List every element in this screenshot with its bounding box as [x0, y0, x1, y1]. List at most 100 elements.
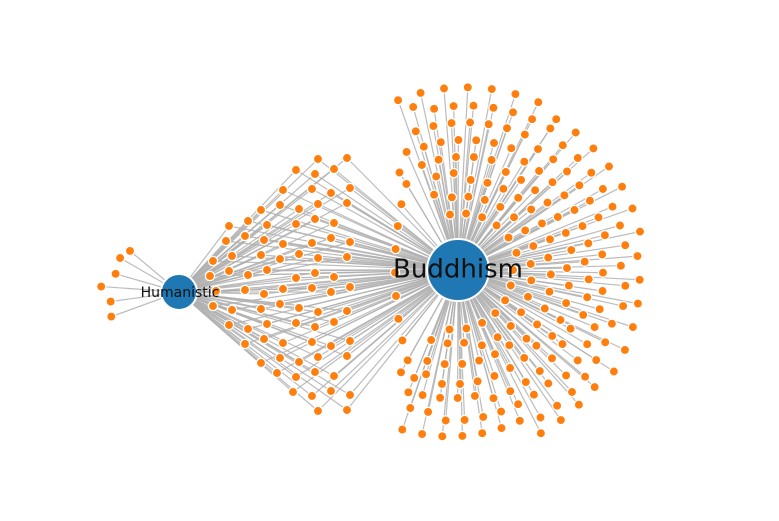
leaf-node[interactable] [515, 174, 527, 186]
leaf-node[interactable] [588, 143, 599, 154]
leaf-node[interactable] [425, 334, 437, 346]
leaf-node[interactable] [396, 198, 407, 210]
leaf-node[interactable] [544, 286, 555, 297]
leaf-node[interactable] [418, 141, 430, 152]
leaf-node[interactable] [634, 274, 645, 286]
leaf-node[interactable] [614, 220, 626, 231]
leaf-node[interactable] [444, 324, 455, 335]
leaf-node[interactable] [328, 316, 340, 328]
leaf-node[interactable] [312, 405, 324, 417]
leaf-node[interactable] [535, 412, 546, 423]
leaf-node[interactable] [204, 270, 216, 282]
leaf-node[interactable] [258, 333, 270, 345]
leaf-node[interactable] [589, 321, 600, 333]
leaf-node[interactable] [255, 357, 267, 369]
leaf-node[interactable] [390, 290, 402, 302]
leaf-node[interactable] [325, 232, 337, 244]
leaf-node[interactable] [518, 352, 530, 364]
leaf-node[interactable] [392, 94, 404, 106]
leaf-node[interactable] [450, 151, 462, 163]
leaf-node[interactable] [290, 164, 302, 176]
leaf-node[interactable] [397, 424, 408, 435]
leaf-node[interactable] [290, 272, 302, 284]
leaf-node[interactable] [239, 230, 251, 242]
leaf-node[interactable] [519, 129, 531, 140]
leaf-node[interactable] [416, 159, 428, 171]
leaf-node[interactable] [543, 378, 554, 389]
leaf-node[interactable] [546, 353, 558, 364]
leaf-node[interactable] [341, 350, 353, 362]
leaf-node[interactable] [341, 197, 353, 209]
leaf-node[interactable] [309, 366, 321, 378]
leaf-node[interactable] [470, 135, 482, 146]
leaf-node[interactable] [616, 181, 628, 192]
leaf-node[interactable] [408, 372, 420, 384]
leaf-node[interactable] [607, 201, 618, 212]
leaf-node[interactable] [465, 174, 476, 186]
leaf-node[interactable] [563, 280, 575, 291]
leaf-node[interactable] [309, 213, 321, 225]
leaf-node[interactable] [512, 398, 524, 410]
leaf-node[interactable] [395, 367, 407, 378]
leaf-node[interactable] [519, 225, 531, 236]
leaf-node[interactable] [433, 154, 444, 165]
leaf-node[interactable] [344, 182, 356, 194]
leaf-node[interactable] [328, 217, 340, 229]
leaf-node[interactable] [521, 333, 532, 344]
leaf-node[interactable] [579, 256, 590, 267]
leaf-node[interactable] [446, 117, 457, 129]
leaf-node[interactable] [428, 120, 439, 132]
leaf-node[interactable] [242, 269, 254, 281]
leaf-node[interactable] [344, 389, 356, 401]
leaf-node[interactable] [277, 184, 289, 196]
leaf-node[interactable] [572, 152, 584, 164]
leaf-node[interactable] [519, 156, 530, 167]
leaf-node[interactable] [634, 226, 646, 237]
leaf-node[interactable] [344, 236, 356, 248]
leaf-node[interactable] [566, 386, 578, 398]
leaf-node[interactable] [309, 267, 321, 279]
leaf-node[interactable] [468, 151, 480, 163]
leaf-node[interactable] [223, 220, 235, 232]
leaf-node[interactable] [328, 271, 340, 283]
leaf-node[interactable] [306, 183, 318, 195]
leaf-node[interactable] [542, 252, 554, 263]
leaf-node[interactable] [456, 358, 468, 370]
leaf-node[interactable] [594, 303, 605, 315]
leaf-node[interactable] [341, 152, 353, 164]
leaf-node[interactable] [309, 168, 321, 180]
leaf-node[interactable] [469, 390, 481, 402]
leaf-node[interactable] [434, 392, 446, 404]
leaf-node[interactable] [596, 249, 608, 260]
leaf-node[interactable] [504, 362, 516, 374]
leaf-node[interactable] [506, 142, 517, 154]
leaf-node[interactable] [573, 399, 585, 410]
leaf-node[interactable] [242, 323, 254, 335]
leaf-node[interactable] [533, 165, 545, 177]
leaf-node[interactable] [498, 183, 509, 195]
leaf-node[interactable] [619, 239, 631, 251]
leaf-node[interactable] [490, 307, 501, 319]
leaf-node[interactable] [390, 243, 401, 255]
leaf-node[interactable] [500, 166, 512, 178]
leaf-node[interactable] [620, 280, 631, 292]
leaf-node[interactable] [606, 318, 618, 329]
leaf-node[interactable] [581, 291, 593, 303]
leaf-node[interactable] [394, 167, 405, 178]
leaf-node[interactable] [402, 355, 413, 366]
leaf-node[interactable] [328, 163, 340, 175]
leaf-node[interactable] [583, 274, 594, 285]
leaf-node[interactable] [559, 190, 570, 201]
leaf-node[interactable] [325, 187, 337, 199]
leaf-node[interactable] [407, 101, 419, 113]
leaf-node[interactable] [341, 305, 353, 317]
leaf-node[interactable] [341, 251, 353, 263]
leaf-node[interactable] [255, 303, 267, 315]
leaf-node[interactable] [397, 335, 408, 346]
leaf-node[interactable] [617, 300, 629, 312]
leaf-node[interactable] [461, 323, 472, 334]
leaf-node[interactable] [515, 307, 527, 318]
leaf-node[interactable] [547, 176, 558, 188]
leaf-node[interactable] [464, 117, 476, 128]
leaf-node[interactable] [444, 209, 456, 220]
